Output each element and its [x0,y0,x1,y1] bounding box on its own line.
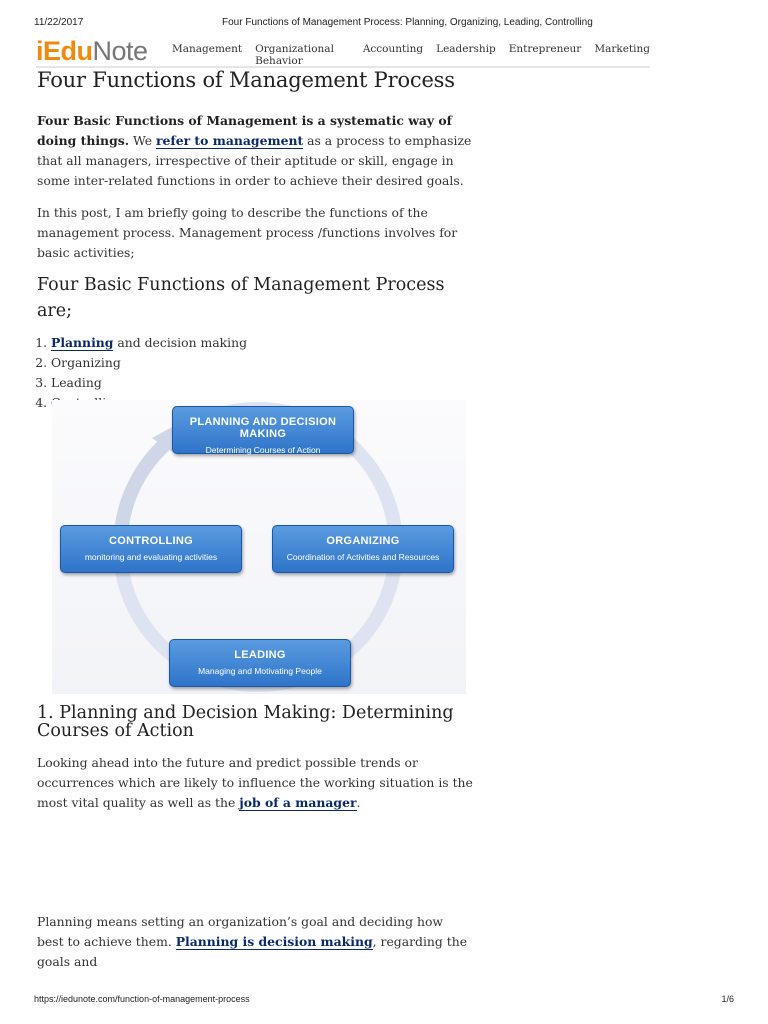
para3-end: . [356,795,361,810]
print-date: 11/22/2017 [34,17,84,28]
logo-rest: Note [92,36,149,66]
section-title: Four Basic Functions of Management Proce… [37,275,445,321]
planning-box-title: PLANNING AND DECISION MAKING [189,416,337,440]
page-title: Four Functions of Management Process [37,68,455,92]
intro-rest: as a process to emphasize that all manag… [37,133,472,188]
second-paragraph: In this post, I am briefly going to desc… [37,205,458,260]
controlling-box-subtitle: monitoring and evaluating activities [84,552,218,562]
organizing-box: ORGANIZING Coordination of Activities an… [272,525,454,573]
list-item: Planning and decision making [51,333,473,353]
para3-text: Looking ahead into the future and predic… [37,755,473,810]
planning-definition-paragraph: Planning means setting an organization’s… [37,912,473,972]
refer-to-management-link[interactable]: refer to management [155,133,304,149]
planning-section-title: 1. Planning and Decision Making: Determi… [37,703,454,741]
planning-is-decision-making-link[interactable]: Planning is decision making [175,934,373,950]
intro-paragraph: Four Basic Functions of Management is a … [37,111,473,191]
logo-prefix: iEdu [36,36,93,66]
management-cycle-diagram: PLANNING AND DECISION MAKING Determining… [52,400,466,694]
print-title: Four Functions of Management Process: Pl… [222,17,593,28]
planning-paragraph: Looking ahead into the future and predic… [37,753,473,813]
planning-definition: Planning means setting an organization’s… [37,912,473,972]
nav-item-organizational-behavior[interactable]: Organizational Behavior [255,43,334,67]
leading-box-subtitle: Managing and Motivating People [198,666,322,676]
nav-item-management[interactable]: Management [172,43,243,55]
organizing-box-subtitle: Coordination of Activities and Resources [286,552,440,562]
site-header: iEduNote Management Organizational Behav… [36,36,650,68]
list-item: Organizing [51,353,473,373]
nav-item-marketing[interactable]: Marketing [594,43,650,55]
controlling-box-title: CONTROLLING [109,535,193,547]
para4-text: Planning means setting an organization’s… [37,914,444,949]
article-body: Four Functions of Management Process Fou… [37,66,473,413]
planning-box-subtitle: Determining Courses of Action [205,445,321,455]
nav-item-leadership[interactable]: Leadership [436,43,496,55]
intro-we: We [129,133,156,148]
main-nav: Management Organizational Behavior Accou… [172,43,650,67]
organizing-box-title: ORGANIZING [326,535,400,547]
print-url: https://iedunote.com/function-of-managem… [34,994,250,1004]
planning-link[interactable]: Planning [51,335,114,351]
intro-strong: Four Basic Functions of Management is a … [37,113,453,148]
cycle-arrowhead-icon [152,426,174,452]
leading-box: LEADING Managing and Motivating People [169,639,351,687]
para4-end: , regarding the goals and [37,934,468,969]
planning-box: PLANNING AND DECISION MAKING Determining… [172,406,354,455]
nav-item-entrepreneur[interactable]: Entrepreneur [508,43,582,55]
list-item-text: and decision making [113,335,248,350]
functions-list: Planning and decision making Organizing … [37,333,473,413]
cycle-arrow [115,439,169,527]
site-logo[interactable]: iEduNote [36,36,148,66]
list-item: Leading [51,373,473,393]
print-page-number: 1/6 [721,994,734,1004]
job-of-a-manager-link[interactable]: job of a manager [239,795,357,811]
controlling-box: CONTROLLING monitoring and evaluating ac… [60,525,242,573]
nav-item-accounting[interactable]: Accounting [362,43,424,55]
planning-section: 1. Planning and Decision Making: Determi… [37,704,473,813]
leading-box-title: LEADING [234,649,286,661]
